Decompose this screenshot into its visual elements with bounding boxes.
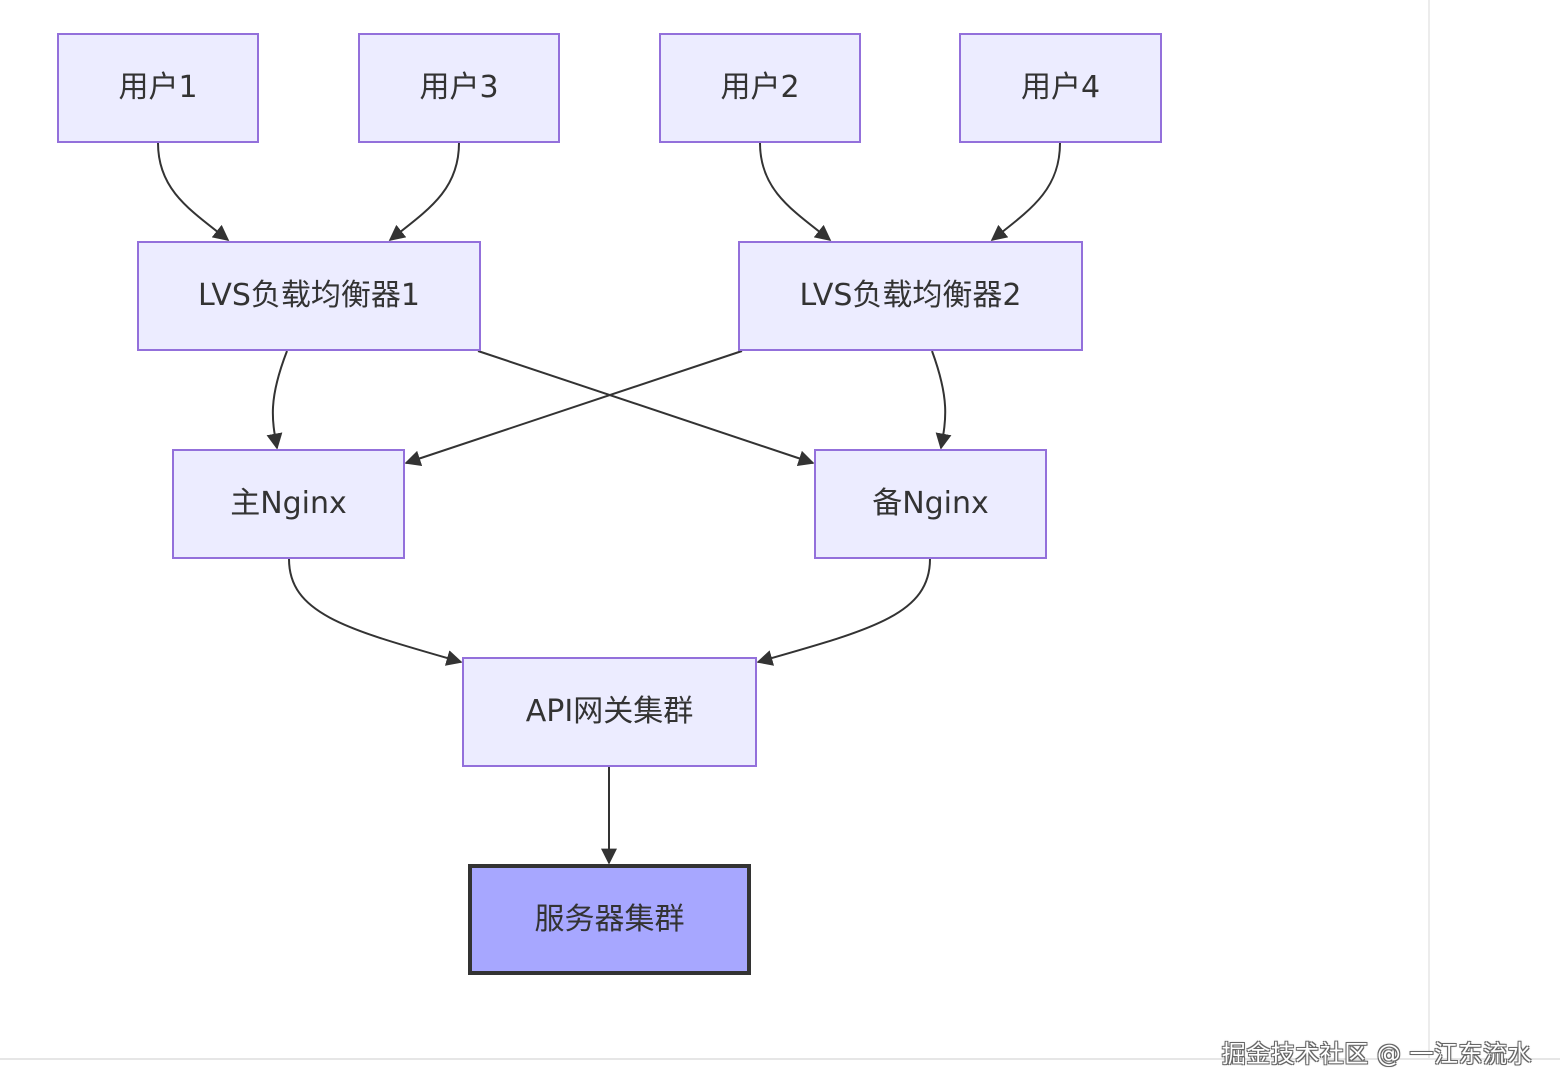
node-lvs2-label: LVS负载均衡器2	[799, 278, 1022, 313]
bottom-divider	[0, 1058, 1560, 1060]
right-divider	[1428, 0, 1430, 1060]
node-nginx-main: 主Nginx	[172, 449, 405, 559]
edge-user2-lvs2	[759, 142, 832, 241]
node-user2: 用户2	[659, 33, 861, 143]
node-api-gateway: API网关集群	[462, 657, 757, 767]
node-user3-label: 用户3	[419, 70, 499, 105]
edge-user1-lvs1	[157, 142, 230, 241]
node-user4-label: 用户4	[1020, 70, 1101, 105]
node-user4: 用户4	[959, 33, 1162, 143]
node-nginx-backup: 备Nginx	[814, 449, 1047, 559]
edge-lvs1-nginx-main	[266, 350, 288, 450]
edge-user3-lvs1	[388, 142, 460, 241]
edge-lvs2-nginx-main	[404, 350, 743, 467]
node-server-cluster: 服务器集群	[468, 864, 751, 975]
node-user2-label: 用户2	[720, 70, 800, 105]
edge-lvs2-nginx-backup	[931, 350, 952, 450]
node-user1: 用户1	[57, 33, 259, 143]
node-nginx-backup-label: 备Nginx	[872, 486, 989, 521]
node-nginx-main-label: 主Nginx	[230, 486, 347, 521]
edge-nginx-backup-api	[756, 558, 931, 666]
node-server-cluster-label: 服务器集群	[534, 901, 685, 937]
edge-nginx-main-api	[288, 558, 463, 666]
edge-user4-lvs2	[990, 142, 1061, 241]
node-lvs2: LVS负载均衡器2	[738, 241, 1083, 351]
node-user3: 用户3	[358, 33, 560, 143]
node-lvs1: LVS负载均衡器1	[137, 241, 481, 351]
node-user1-label: 用户1	[118, 70, 198, 105]
watermark: 掘金技术社区 @ 一江东流水	[1221, 1040, 1532, 1068]
edge-lvs1-nginx-backup	[477, 350, 815, 467]
node-lvs1-label: LVS负载均衡器1	[197, 278, 421, 313]
node-api-gateway-label: API网关集群	[525, 694, 694, 729]
